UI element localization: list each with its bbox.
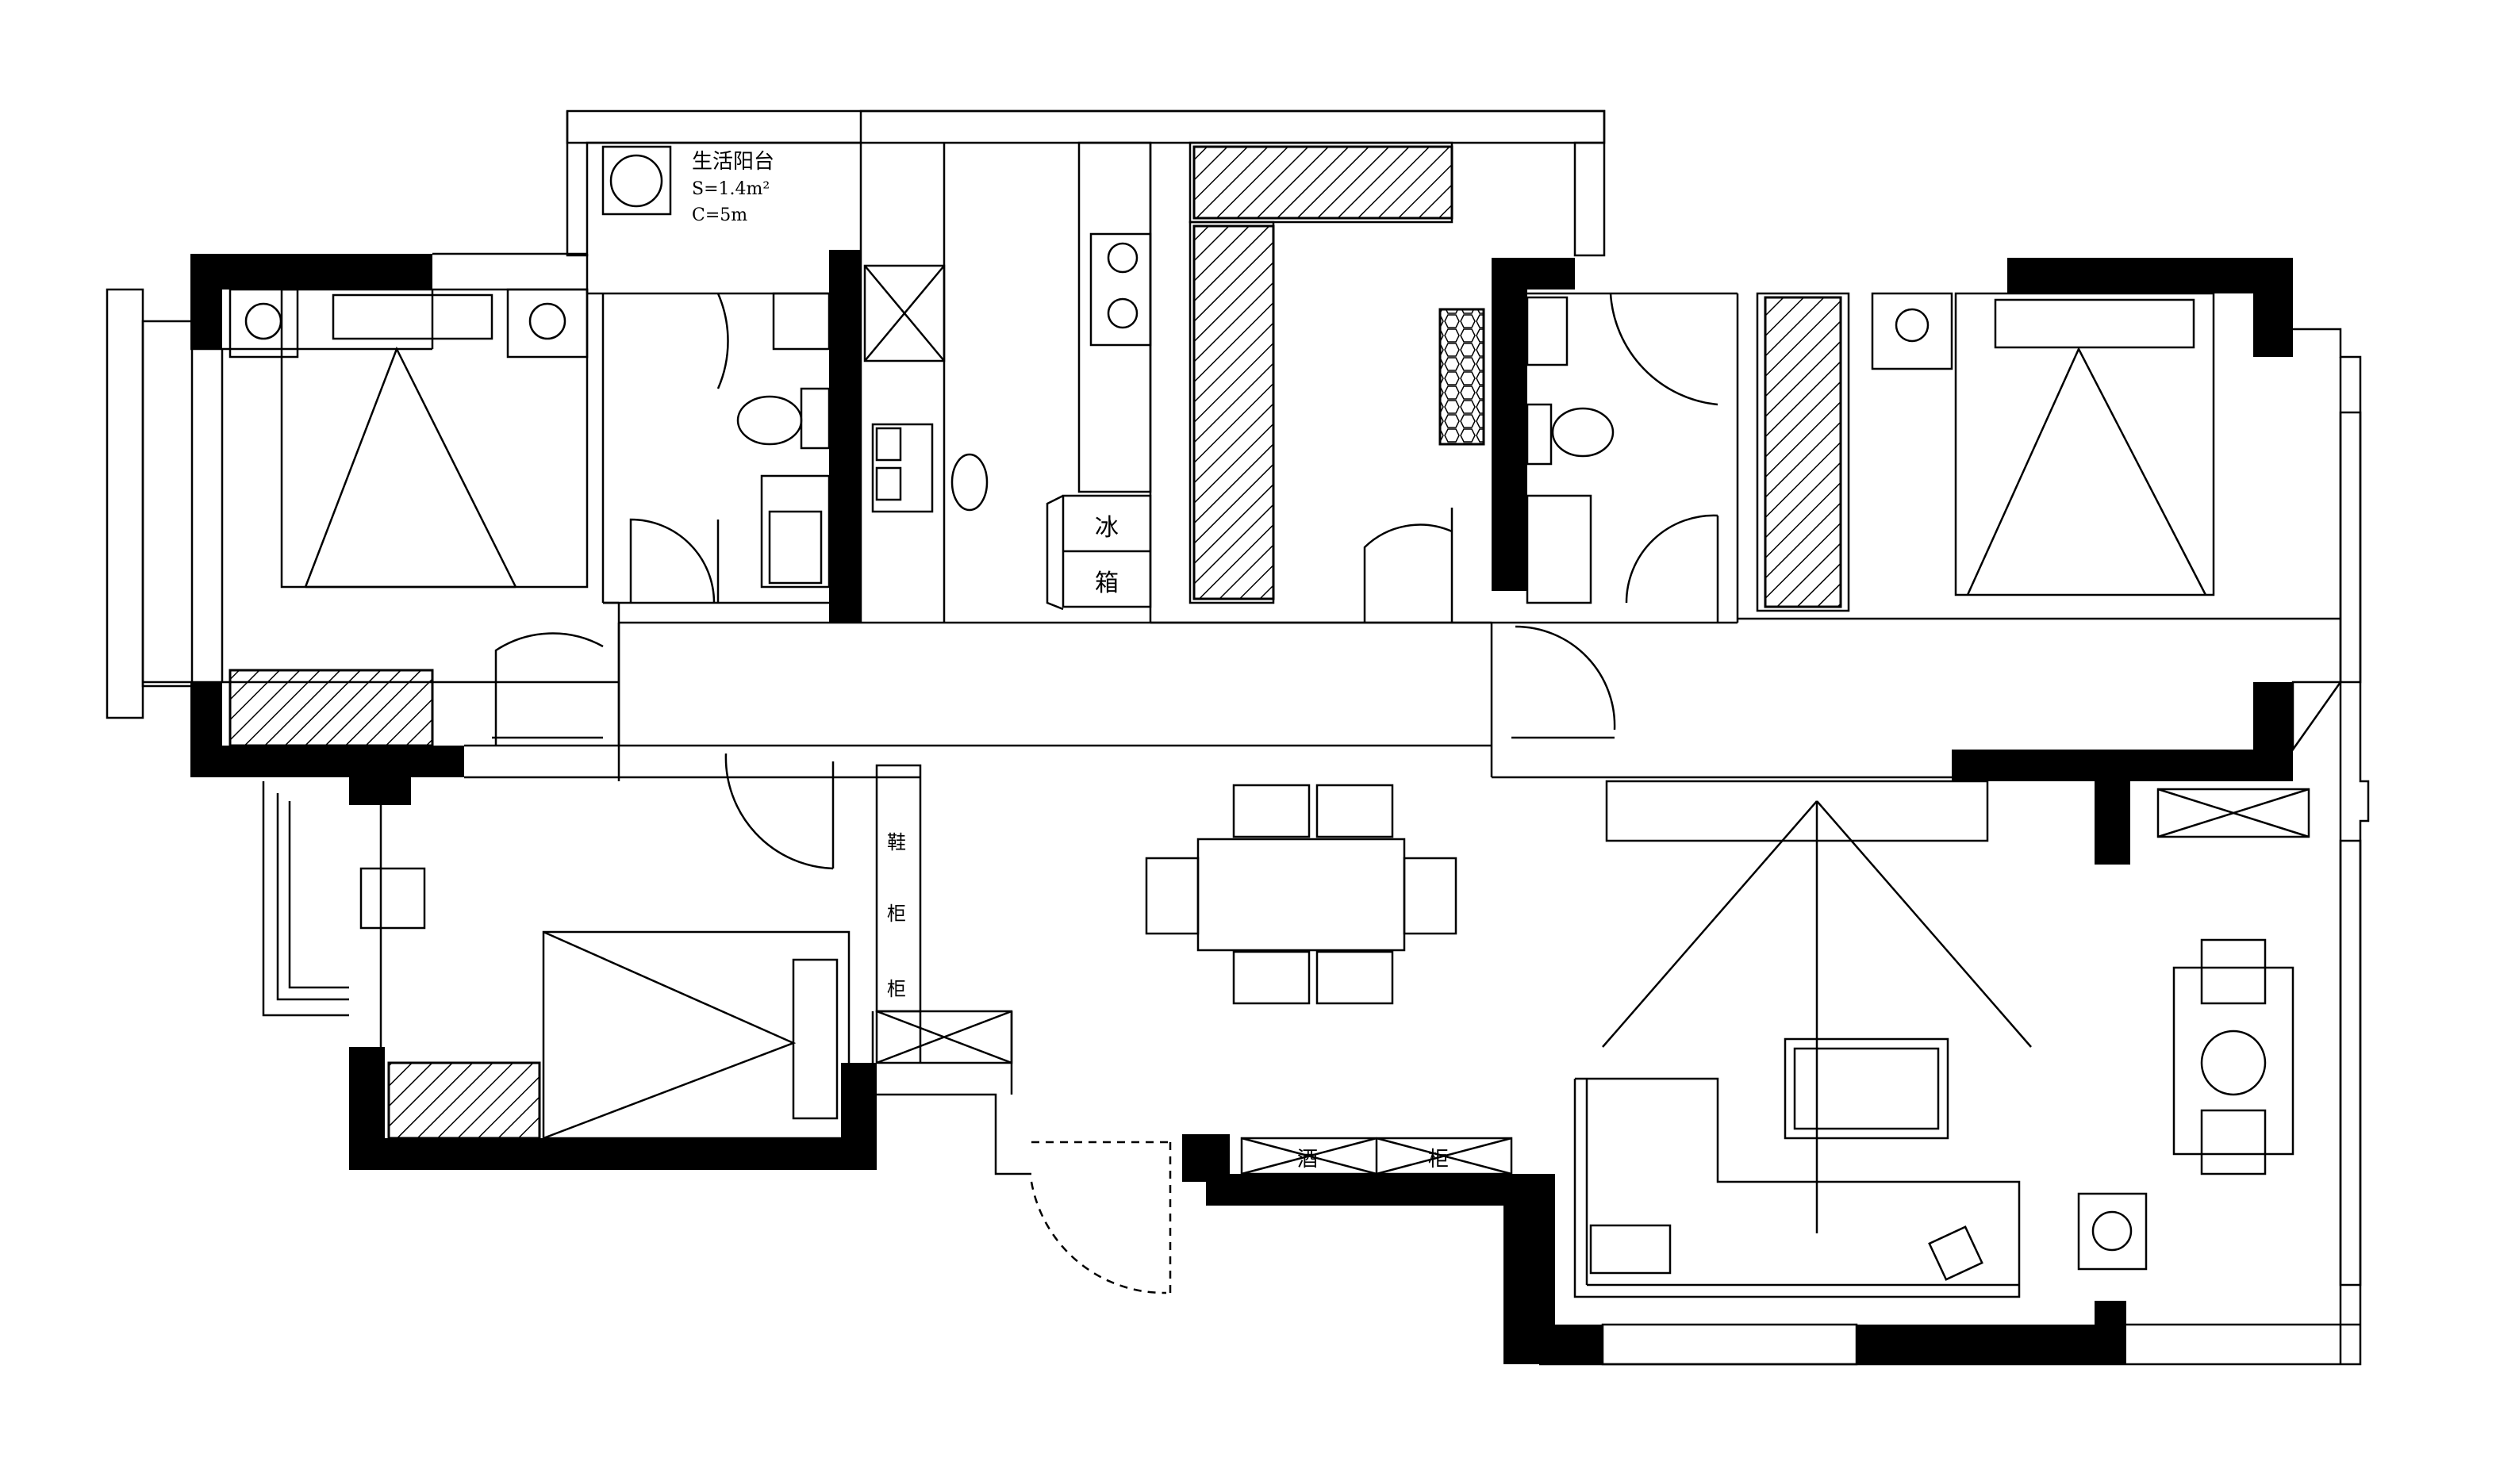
bed-lower [542,930,851,1140]
tv-cabinet [1605,780,1989,842]
balcony-area: S=1.4m² [692,179,770,199]
cook-figure [950,453,989,512]
wardrobes [228,145,1842,1140]
bed-left [280,288,589,589]
shoe-cabinet-label-2: 柜 [887,903,906,925]
bed-right [1954,292,2215,596]
small-cabinet-label: 柜 [887,978,906,1000]
dining-table [1196,838,1406,952]
fridge-label-2: 箱 [1095,569,1119,597]
thick-walls [190,250,2293,1364]
balcony-name: 生活阳台 [692,150,774,174]
balcony-perimeter: C=5m [692,205,747,225]
left-window [106,288,144,719]
washing-machine [601,145,672,216]
sofa [1573,1077,2021,1298]
fridge-label-1: 冰 [1095,514,1119,542]
stove [1089,232,1152,347]
wine-cabinet-label-1: 酒 [1297,1148,1318,1171]
shoe-cabinet-label-1: 鞋 [887,831,906,853]
balcony-top-outline [566,109,1606,144]
entry-door-swing [1030,1181,1167,1294]
side-table [2172,966,2294,1156]
wine-cabinet-label-2: 柜 [1428,1148,1449,1171]
sink [871,423,934,513]
coffee-table [1784,1037,1949,1140]
